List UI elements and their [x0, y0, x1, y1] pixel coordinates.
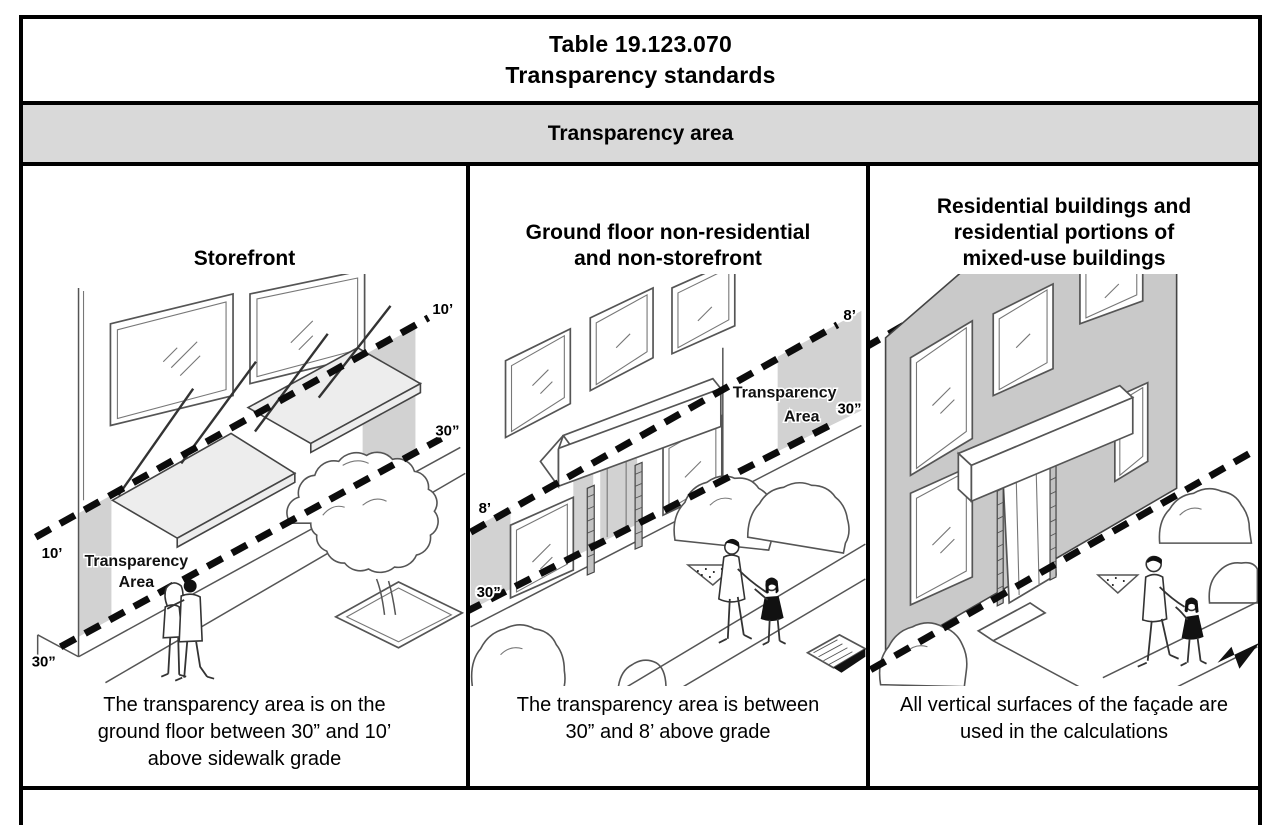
lower-height-label-left: 30”: [477, 584, 501, 601]
residential-illustration: [870, 273, 1258, 687]
caption-line: used in the calculations: [960, 721, 1168, 744]
lower-height-label-left: 30”: [32, 653, 56, 670]
bushes: [470, 474, 850, 687]
upper-height-label-left: 10’: [42, 545, 63, 562]
transparency-band: [78, 494, 112, 637]
storefront-caption: The transparency area is on the ground f…: [23, 686, 466, 786]
caption-line: The transparency area is on the: [103, 694, 386, 717]
heading-line: Ground floor non-residential: [525, 220, 811, 244]
upper-height-label-right: 8’: [843, 307, 855, 324]
lower-height-label-right: 30”: [837, 400, 861, 417]
upper-height-label-left: 8’: [479, 500, 491, 517]
sidewalk: [626, 543, 866, 687]
heading-line: and non-storefront: [574, 246, 762, 270]
table-body: Storefront: [23, 166, 1258, 786]
heading-line: residential portions of: [953, 220, 1175, 244]
section-header-label: Transparency area: [547, 121, 734, 145]
transparency-area-label: Area: [784, 408, 820, 425]
transparency-area-label: Transparency: [85, 553, 189, 570]
column-divider: [866, 166, 870, 786]
lower-height-line: [870, 449, 1254, 673]
nonresidential-illustration: 8’ 30” 8’ 30” Transparency Area: [470, 273, 866, 687]
sidewalk: [976, 573, 1258, 687]
lower-height-label-right: 30”: [435, 422, 459, 439]
pedestrians: [160, 579, 215, 682]
upper-windows: [504, 273, 736, 439]
residential-heading: Residential buildings and residential po…: [870, 166, 1258, 274]
pedestrians: [717, 538, 787, 646]
residential-diagram: [870, 273, 1258, 687]
canopy: [956, 384, 1135, 503]
upper-height-line: [470, 321, 840, 535]
awning: [110, 304, 423, 549]
transparency-area-label: Area: [119, 574, 155, 591]
heading-line: mixed-use buildings: [962, 246, 1166, 270]
caption-line: All vertical surfaces of the façade are: [900, 694, 1228, 717]
caption-line: ground floor between 30” and 10’: [97, 721, 392, 744]
nonresidential-heading: Ground floor non-residential and non-sto…: [470, 166, 866, 274]
column-storefront: Storefront: [23, 166, 466, 786]
bottom-divider: [23, 786, 1258, 790]
transparency-band: [470, 506, 511, 610]
nonresidential-caption: The transparency area is between 30” and…: [470, 686, 866, 786]
building-facade: [470, 347, 862, 628]
tree: [286, 451, 465, 649]
heading-line: Residential buildings and: [936, 194, 1192, 218]
column-nonresidential: Ground floor non-residential and non-sto…: [470, 166, 866, 786]
caption-line: The transparency area is between: [516, 694, 820, 717]
nonresidential-diagram: 8’ 30” 8’ 30” Transparency Area: [470, 273, 866, 687]
lower-height-line: [58, 435, 444, 650]
lower-height-line: [470, 422, 832, 614]
pedestrians: [1137, 555, 1207, 668]
table-title-line1: Table 19.123.070: [548, 31, 733, 57]
residential-caption: All vertical surfaces of the façade are …: [870, 686, 1258, 786]
caption-line: 30” and 8’ above grade: [565, 721, 771, 744]
table-title-line2: Transparency standards: [505, 62, 776, 88]
divider: [23, 162, 1258, 166]
table-title: Table 19.123.070 Transparency standards: [23, 19, 1258, 101]
upper-height-label-right: 10’: [432, 301, 453, 318]
divider: [23, 101, 1258, 105]
windows: [909, 273, 1149, 606]
column-residential: Residential buildings and residential po…: [870, 166, 1258, 786]
upper-height-line: [33, 314, 431, 540]
storefront-diagram: 10’ 30” 10’ 30” Transparency Area: [23, 273, 466, 687]
transparency-area-label: Transparency: [733, 384, 837, 401]
bushes: [878, 487, 1258, 687]
upper-windows: [109, 273, 366, 427]
column-divider: [466, 166, 470, 786]
storefront-heading: Storefront: [23, 166, 466, 274]
section-header-row: Transparency area: [23, 105, 1258, 162]
table-frame: Table 19.123.070 Transparency standards …: [19, 15, 1262, 825]
caption-line: above sidewalk grade: [147, 748, 342, 771]
heading-line: Storefront: [193, 246, 296, 270]
storefront-illustration: 10’ 30” 10’ 30” Transparency Area: [30, 273, 466, 683]
